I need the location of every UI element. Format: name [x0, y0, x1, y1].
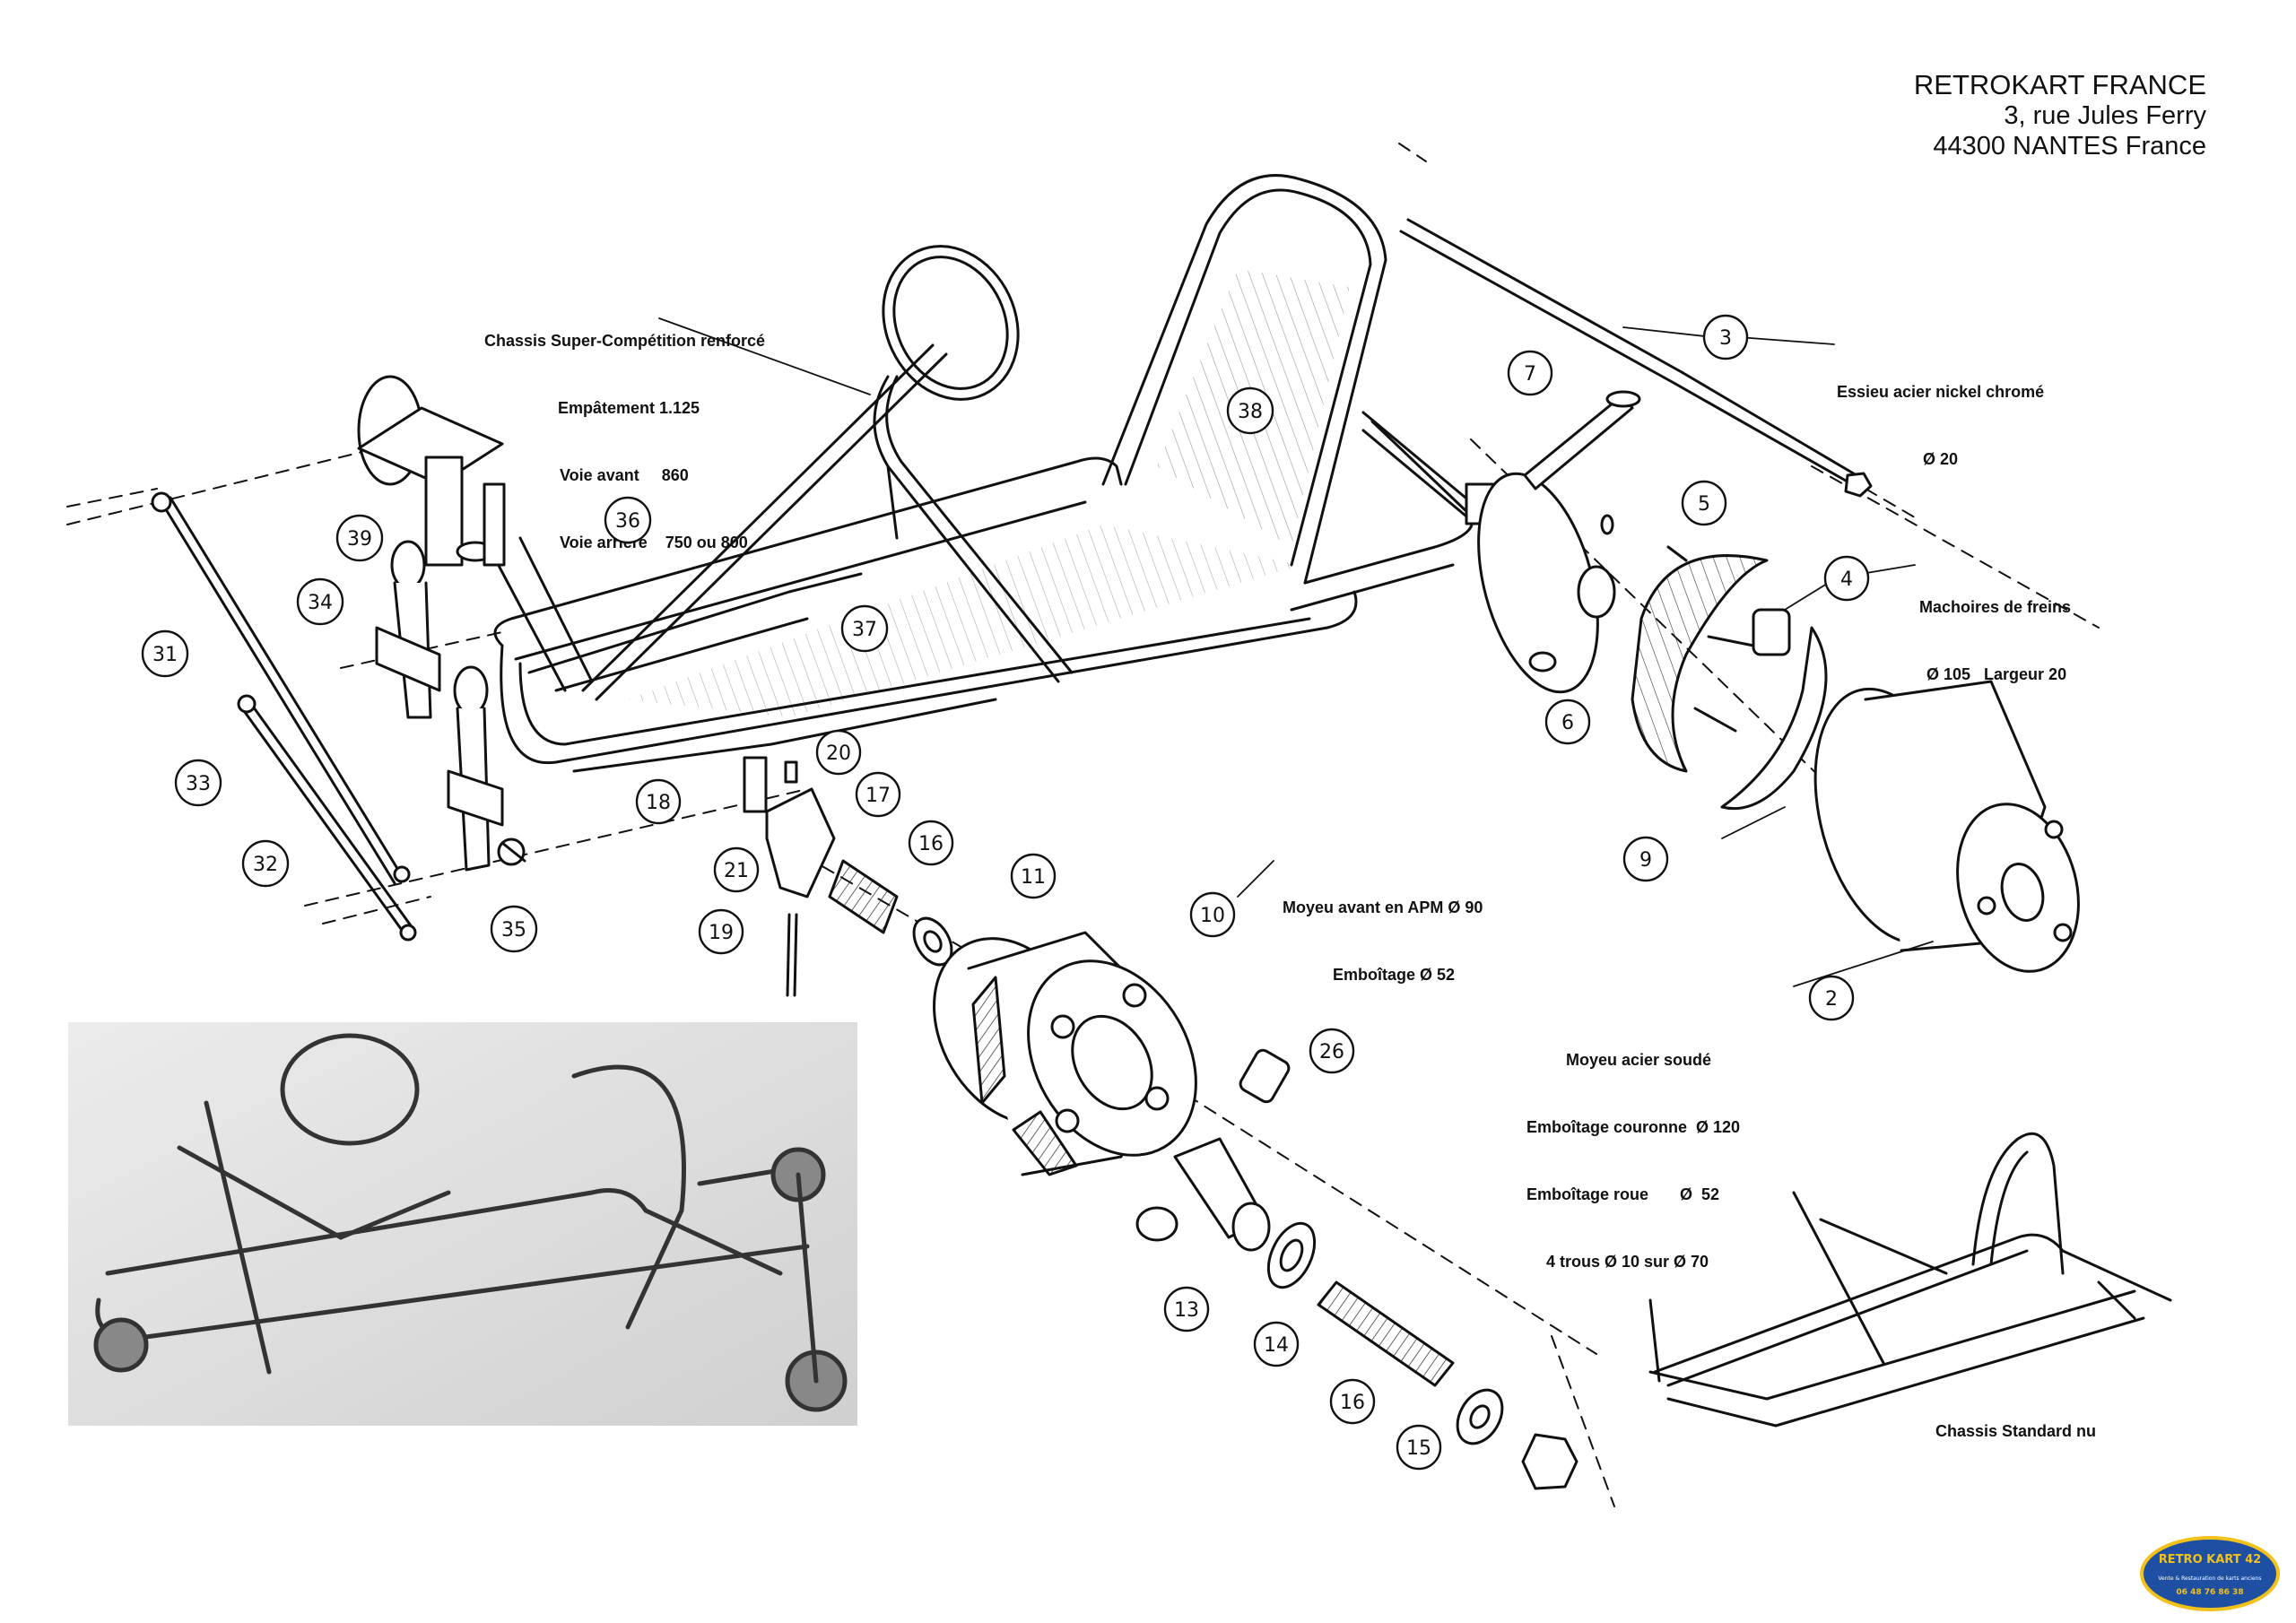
- svg-text:18: 18: [646, 792, 671, 814]
- steering-wheel: [581, 245, 1074, 701]
- callout-21: 21: [713, 846, 760, 893]
- callout-3: 3: [1702, 314, 1749, 360]
- svg-text:10: 10: [1200, 905, 1225, 927]
- callout-14: 14: [1253, 1321, 1300, 1367]
- retro-kart-logo: RETRO KART 42 Vente & Restauration de ka…: [2138, 1533, 2282, 1614]
- callout-16b: 16: [1329, 1378, 1376, 1425]
- svg-text:7: 7: [1524, 363, 1536, 386]
- callout-5: 5: [1681, 480, 1727, 526]
- svg-text:15: 15: [1406, 1437, 1431, 1460]
- note-chassis-standard: Chassis Standard nu: [1935, 1422, 2097, 1440]
- callout-37: 37: [840, 604, 889, 653]
- callout-33: 33: [174, 759, 222, 807]
- callout-6: 6: [1544, 699, 1591, 745]
- callout-17: 17: [855, 771, 901, 818]
- svg-text:RETRO KART 42: RETRO KART 42: [2159, 1553, 2261, 1567]
- chassis-frame: [487, 411, 1495, 773]
- steering-arms: [375, 540, 526, 872]
- svg-text:20: 20: [826, 742, 851, 765]
- svg-text:5: 5: [1698, 493, 1710, 516]
- rear-axle: [1399, 218, 1873, 498]
- svg-text:36: 36: [615, 510, 640, 533]
- front-hub: [933, 931, 1197, 1176]
- svg-text:2: 2: [1825, 988, 1838, 1011]
- callout-4: 4: [1823, 555, 1870, 602]
- callout-39: 39: [335, 514, 384, 562]
- svg-text:16: 16: [1340, 1392, 1365, 1414]
- svg-text:16: 16: [918, 833, 944, 855]
- address-block: RETROKART FRANCE 3, rue Jules Ferry 4430…: [1914, 70, 2206, 161]
- city-address: 44300 NANTES France: [1933, 132, 2206, 161]
- svg-text:19: 19: [709, 922, 734, 944]
- leader-lines: [658, 317, 1934, 987]
- svg-text:31: 31: [152, 644, 178, 666]
- svg-text:Vente & Restauration de karts: Vente & Restauration de karts anciens: [2158, 1575, 2261, 1582]
- callout-13: 13: [1163, 1286, 1210, 1332]
- note-chassis-super-competition: Chassis Super-Compétition renforcé Empât…: [484, 332, 766, 551]
- svg-text:06 48 76 86 38: 06 48 76 86 38: [2176, 1588, 2243, 1597]
- svg-text:17: 17: [865, 785, 891, 807]
- note-machoires: Machoires de freins Ø 105 Largeur 20: [1919, 598, 2072, 683]
- note-moyeu-avant: Moyeu avant en APM Ø 90 Emboîtage Ø 52: [1283, 898, 1483, 984]
- callout-11: 11: [1010, 853, 1057, 899]
- callout-18: 18: [635, 778, 682, 825]
- svg-text:3: 3: [1719, 327, 1732, 350]
- svg-text:32: 32: [253, 854, 278, 876]
- svg-text:39: 39: [347, 528, 372, 551]
- callout-31: 31: [141, 629, 189, 678]
- seat-back: [1101, 174, 1387, 585]
- callout-7: 7: [1507, 350, 1553, 396]
- svg-text:34: 34: [308, 592, 333, 614]
- svg-text:21: 21: [724, 860, 749, 882]
- svg-text:4: 4: [1840, 568, 1853, 591]
- callout-16a: 16: [908, 820, 954, 866]
- svg-text:26: 26: [1319, 1041, 1344, 1063]
- tie-rods: [151, 491, 417, 942]
- callout-10: 10: [1189, 891, 1236, 938]
- brake-lever: [1523, 390, 1641, 490]
- kart-photo: [68, 1022, 857, 1426]
- spindle-washer-nut: [1317, 1280, 1578, 1490]
- svg-text:33: 33: [186, 773, 211, 795]
- callout-9: 9: [1622, 836, 1669, 882]
- svg-text:13: 13: [1174, 1299, 1199, 1322]
- callouts: 3 7 38 5 4 6 9 2 36 37 39 34 31 33 32 35…: [141, 314, 1870, 1471]
- stub-axle-bearing: [828, 859, 953, 967]
- standard-chassis: [1648, 1132, 2172, 1428]
- svg-text:38: 38: [1238, 401, 1263, 423]
- callout-32: 32: [241, 839, 290, 888]
- callout-34: 34: [296, 577, 344, 626]
- svg-text:11: 11: [1021, 866, 1046, 889]
- callout-19: 19: [698, 908, 744, 955]
- callout-15: 15: [1396, 1424, 1442, 1471]
- callout-36: 36: [604, 496, 652, 544]
- svg-text:35: 35: [501, 919, 526, 942]
- svg-text:6: 6: [1561, 712, 1574, 734]
- callout-20: 20: [815, 729, 862, 776]
- welded-steel-hub: [1813, 680, 2080, 973]
- kingpin-assembly: [743, 756, 836, 997]
- svg-text:9: 9: [1639, 849, 1652, 872]
- brake-backing-plate: [1477, 472, 1688, 694]
- street-address: 3, rue Jules Ferry: [2004, 101, 2206, 130]
- callout-38: 38: [1226, 386, 1274, 435]
- note-moyeu-acier: Moyeu acier soudé Emboîtage couronne Ø 1…: [1526, 1051, 1741, 1271]
- front-stub-axle: [357, 375, 506, 567]
- hub-spacers: [1135, 1048, 1317, 1289]
- note-essieu: Essieu acier nickel chromé Ø 20: [1837, 383, 2045, 468]
- callout-26: 26: [1309, 1028, 1355, 1074]
- callout-35: 35: [490, 905, 538, 953]
- callout-2: 2: [1808, 975, 1855, 1021]
- company-name: RETROKART FRANCE: [1913, 69, 2206, 100]
- brake-shoes: [1631, 554, 1828, 811]
- svg-text:14: 14: [1264, 1334, 1289, 1357]
- svg-text:37: 37: [852, 619, 877, 641]
